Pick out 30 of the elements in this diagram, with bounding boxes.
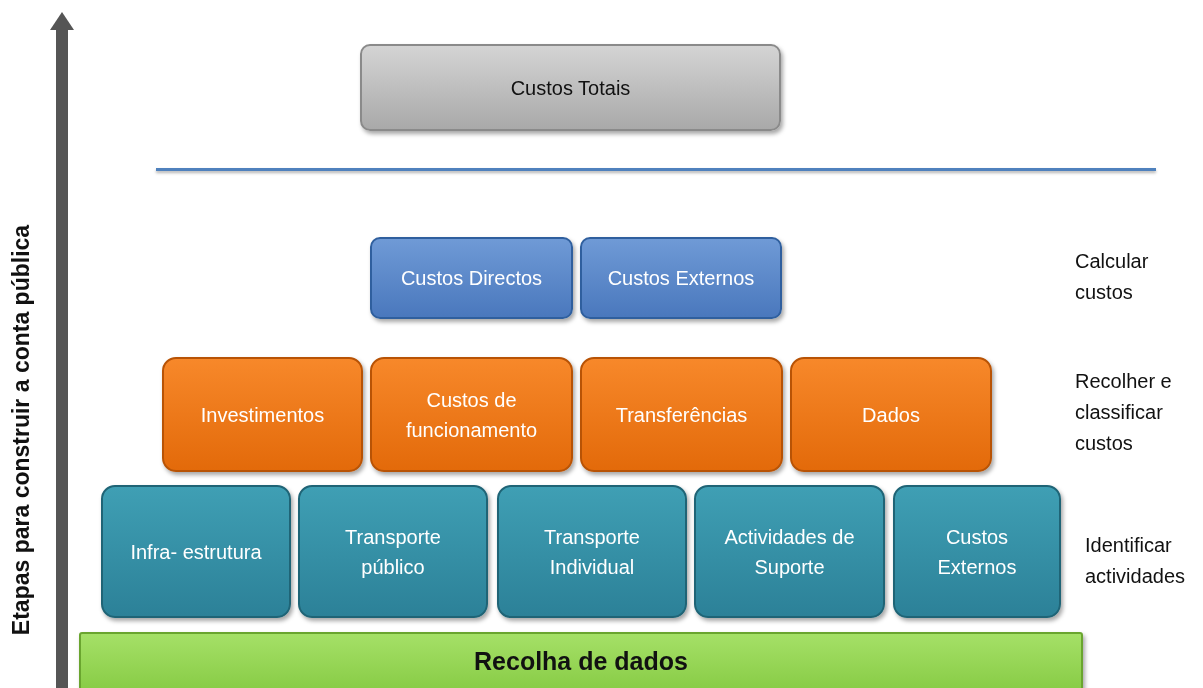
box-label: Transferências — [615, 402, 748, 428]
box-label: Custos Externos — [607, 266, 755, 291]
stage-label: Recolher e classificar custos — [1075, 369, 1173, 456]
process-box — [790, 357, 992, 472]
process-box — [370, 357, 573, 472]
process-box — [580, 357, 783, 472]
box-label: Infra- estrutura — [130, 539, 262, 565]
box-label: Custos Totais — [510, 75, 631, 101]
process-box — [370, 237, 573, 319]
process-box — [580, 237, 782, 319]
stage-label: Calcular custos — [1075, 249, 1150, 305]
process-box — [497, 485, 687, 618]
box-label: Dados — [862, 402, 920, 428]
base-bar — [79, 632, 1083, 688]
box-label: Transporte público — [344, 524, 442, 580]
stage-label: Identificar actividades — [1085, 533, 1187, 589]
process-box — [694, 485, 885, 618]
box-label: Custos Directos — [400, 266, 543, 291]
box-label: Custos de funcionamento — [404, 387, 539, 443]
process-box — [101, 485, 291, 618]
axis-label: Etapas para construir a conta pública — [7, 224, 35, 636]
process-box — [360, 44, 781, 131]
process-box — [162, 357, 363, 472]
process-box — [893, 485, 1061, 618]
box-label: Investimentos — [200, 402, 325, 428]
box-label: Recolha de dados — [474, 646, 688, 678]
box-label: Transporte Individual — [543, 524, 641, 580]
box-label: Actividades de Suporte — [723, 524, 856, 580]
box-label: Custos Externos — [936, 524, 1018, 580]
process-box — [298, 485, 488, 618]
